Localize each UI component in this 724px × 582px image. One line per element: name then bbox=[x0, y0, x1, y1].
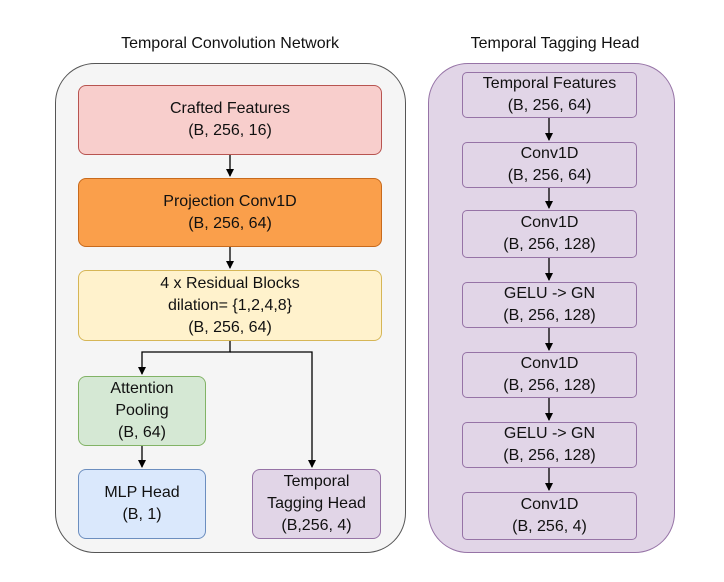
mlp-head-shape: (B, 1) bbox=[122, 506, 162, 523]
attention-pooling-label-2: Pooling bbox=[115, 402, 169, 419]
conv1d-label-1: Conv1D bbox=[520, 145, 579, 162]
attention-pooling-shape: (B, 64) bbox=[117, 424, 166, 441]
temporal-features-shape: (B, 256, 64) bbox=[507, 97, 592, 114]
gelu-gn-box-1: GELU -> GN (B, 256, 128) bbox=[462, 282, 637, 328]
crafted-features-label: Crafted Features bbox=[169, 100, 291, 117]
mlp-head-box: MLP Head (B, 1) bbox=[78, 469, 206, 539]
temporal-features-box: Temporal Features (B, 256, 64) bbox=[462, 72, 637, 118]
crafted-features-box: Crafted Features (B, 256, 16) bbox=[78, 85, 382, 155]
gelu-gn-label-1: GELU -> GN bbox=[503, 285, 596, 302]
gelu-gn-shape-2: (B, 256, 128) bbox=[503, 447, 596, 464]
conv1d-box-4: Conv1D (B, 256, 4) bbox=[462, 492, 637, 540]
conv1d-label-2: Conv1D bbox=[520, 214, 579, 231]
gelu-gn-label-2: GELU -> GN bbox=[503, 425, 596, 442]
projection-conv1d-shape: (B, 256, 64) bbox=[188, 214, 272, 232]
residual-blocks-label: 4 x Residual Blocks bbox=[160, 274, 300, 292]
temporal-tagging-head-label-1: Temporal bbox=[283, 473, 350, 490]
temporal-tagging-head-shape: (B,256, 4) bbox=[281, 517, 352, 534]
projection-conv1d-label: Projection Conv1D bbox=[163, 192, 297, 210]
conv1d-label-3: Conv1D bbox=[520, 355, 579, 372]
conv1d-shape-2: (B, 256, 128) bbox=[503, 236, 596, 253]
gelu-gn-box-2: GELU -> GN (B, 256, 128) bbox=[462, 422, 637, 468]
attention-pooling-box: Attention Pooling (B, 64) bbox=[78, 376, 206, 446]
temporal-tagging-head-box: Temporal Tagging Head (B,256, 4) bbox=[252, 469, 381, 539]
residual-blocks-box: 4 x Residual Blocks dilation= {1,2,4,8} … bbox=[78, 270, 382, 341]
attention-pooling-label-1: Attention bbox=[110, 380, 174, 397]
conv1d-box-1: Conv1D (B, 256, 64) bbox=[462, 142, 637, 188]
conv1d-box-3: Conv1D (B, 256, 128) bbox=[462, 352, 637, 398]
temporal-features-label: Temporal Features bbox=[482, 75, 617, 92]
projection-conv1d-box: Projection Conv1D (B, 256, 64) bbox=[78, 178, 382, 247]
conv1d-shape-1: (B, 256, 64) bbox=[507, 167, 592, 184]
residual-blocks-dilation: dilation= {1,2,4,8} bbox=[167, 296, 293, 314]
residual-blocks-shape: (B, 256, 64) bbox=[188, 318, 272, 336]
tagging-head-title: Temporal Tagging Head bbox=[470, 35, 640, 52]
conv1d-box-2: Conv1D (B, 256, 128) bbox=[462, 210, 637, 258]
temporal-tagging-head-label-2: Tagging Head bbox=[267, 495, 366, 512]
conv1d-shape-3: (B, 256, 128) bbox=[503, 377, 596, 394]
conv1d-label-4: Conv1D bbox=[520, 496, 579, 513]
tcn-title: Temporal Convolution Network bbox=[121, 35, 339, 52]
crafted-features-shape: (B, 256, 16) bbox=[188, 122, 272, 139]
conv1d-shape-4: (B, 256, 4) bbox=[512, 518, 587, 535]
gelu-gn-shape-1: (B, 256, 128) bbox=[503, 307, 596, 324]
mlp-head-label: MLP Head bbox=[104, 484, 180, 501]
